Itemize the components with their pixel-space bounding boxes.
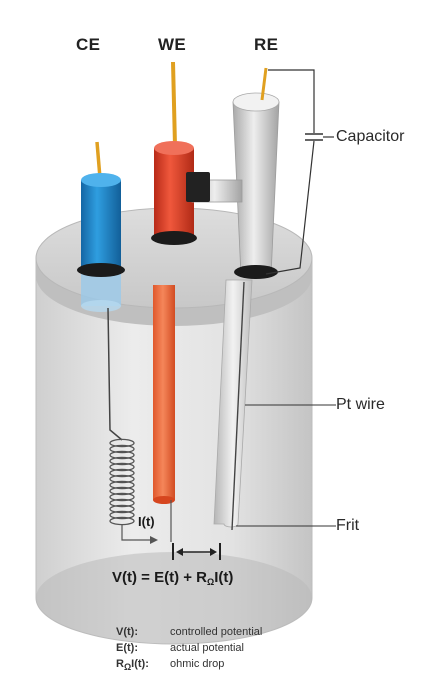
legend-row: RΩI(t): ohmic drop [116, 656, 262, 672]
current-label: I(t) [138, 514, 155, 529]
legend-key: RΩI(t): [116, 656, 168, 672]
re-seal-ring [234, 265, 278, 279]
legend-desc: actual potential [170, 642, 244, 654]
ohmic-distance-marker [172, 543, 221, 560]
equation-subscript: Ω [207, 577, 215, 587]
legend-key: E(t): [116, 642, 138, 654]
pt-wire-label: Pt wire [336, 396, 385, 413]
coil-turn [109, 456, 135, 466]
coil-turn [109, 438, 135, 448]
ce-seal-ring [77, 263, 125, 277]
legend-key-prefix: R [116, 658, 124, 670]
ce-label: CE [76, 35, 101, 54]
coil-turn [109, 504, 135, 514]
equation-lhs: V(t) = E(t) + R [112, 569, 208, 586]
legend: V(t): controlled potential E(t): actual … [116, 624, 262, 672]
re-connector-cap [186, 172, 210, 202]
coil-turn [109, 468, 135, 478]
coil-turn [109, 510, 135, 520]
legend-desc: controlled potential [170, 626, 263, 638]
legend-key: V(t): [116, 626, 138, 638]
coil-turn [109, 486, 135, 496]
pt-wire [231, 281, 245, 531]
legend-key-sub: Ω [123, 662, 132, 672]
legend-key-suffix: I(t): [131, 658, 149, 670]
coil-turn [109, 474, 135, 484]
legend-row: V(t): controlled potential [116, 624, 262, 640]
coil-turn [109, 462, 135, 472]
current-arrow [121, 525, 158, 544]
frit-label: Frit [336, 517, 360, 534]
coil-turn [109, 450, 135, 460]
potential-equation: V(t) = E(t) + RΩI(t) [112, 569, 233, 587]
capacitor-circuit [265, 69, 334, 275]
working-electrode [151, 61, 197, 542]
coil-turn [109, 480, 135, 490]
coil-turn [109, 516, 135, 526]
we-label: WE [158, 35, 186, 54]
reference-electrode [186, 67, 280, 531]
we-seal-ring [151, 231, 197, 245]
coil-turn [109, 492, 135, 502]
capacitor-label: Capacitor [336, 128, 405, 145]
re-label: RE [254, 35, 279, 54]
legend-row: E(t): actual potential [116, 640, 262, 656]
legend-desc: ohmic drop [170, 658, 225, 670]
counter-electrode-coil [109, 438, 135, 526]
coil-turn [109, 498, 135, 508]
equation-rhs: I(t) [214, 569, 234, 586]
cell-bottom [36, 552, 312, 644]
counter-electrode [77, 141, 125, 441]
coil-turn [109, 444, 135, 454]
